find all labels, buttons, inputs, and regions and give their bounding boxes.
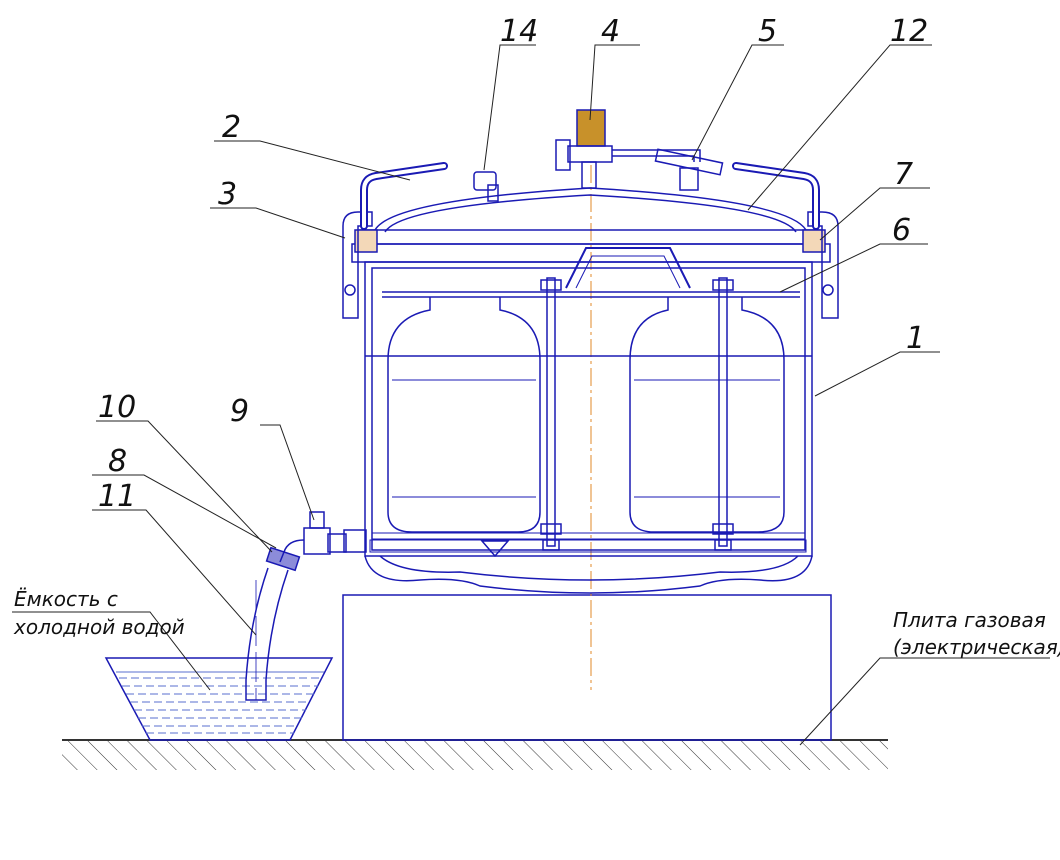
water-lines [116,671,324,734]
bracket-right [807,211,839,319]
leader-4 [589,44,640,121]
lid-assembly [342,109,839,319]
leader-5 [691,44,784,161]
callout-8: 8 [108,444,127,479]
drain-fitting [343,529,367,553]
hose [245,567,289,701]
jar-right [629,297,785,533]
leader-lines [12,44,1050,746]
ground [62,739,888,770]
part-14-fitting [473,171,497,191]
leader-8 [92,474,277,549]
valve-5-handle [654,148,724,176]
callout-14: 14 [500,14,538,49]
leader-12 [747,44,932,211]
stove [342,594,832,741]
stove-label-line2: (электрическая) [893,635,1060,659]
callout-9: 9 [230,394,249,429]
vessel-bottom [364,555,813,594]
ground-hatching [62,740,888,770]
container-body [104,657,334,741]
cold-water-container [104,657,334,741]
callout-11: 11 [98,479,136,514]
callout-2: 2 [222,110,241,145]
vessel-wall [364,261,813,557]
hose-clamp [265,546,301,572]
leader-7 [819,187,930,241]
callout-10: 10 [98,390,136,425]
callout-4: 4 [601,14,620,49]
callout-5: 5 [758,14,777,49]
leader-3 [210,207,346,239]
container-label-line1: Ёмкость с [14,587,118,611]
tap-body [303,527,331,555]
leader-1 [814,351,940,397]
leader-9 [260,424,315,521]
jars [387,297,785,533]
callout-7: 7 [894,157,913,192]
bracket-left [342,211,373,319]
leader-stove [799,657,1050,746]
stove-label-line1: Плита газовая [893,608,1046,632]
leader-14 [483,44,536,171]
callout-12: 12 [890,14,928,49]
callout-1: 1 [906,321,925,356]
safety-valve [576,109,606,147]
leader-10 [96,420,273,553]
jar-left [387,297,541,533]
drain-assembly [245,511,367,701]
callout-6: 6 [892,213,911,248]
leader-2 [214,140,411,181]
leader-6 [779,243,928,293]
callout-3: 3 [218,177,237,212]
stove-body [342,594,832,741]
autoclave-body [364,247,813,594]
leader-11 [92,509,257,636]
leader-container [12,611,211,691]
container-label-line2: холодной водой [13,615,185,639]
